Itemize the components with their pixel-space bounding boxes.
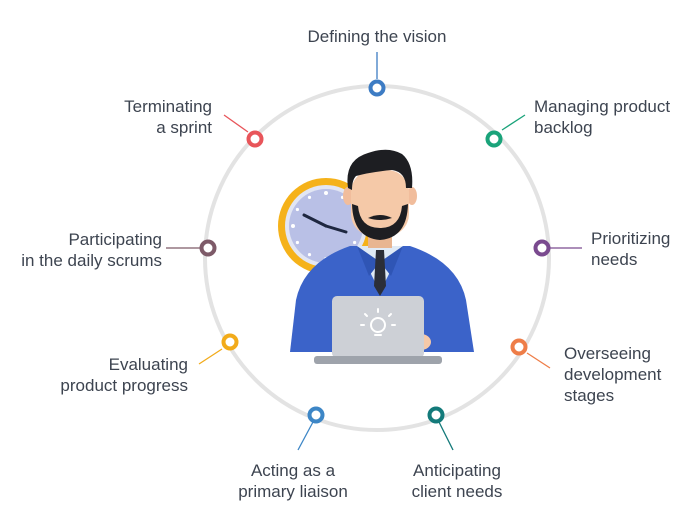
label-evaluating: Evaluating product progress [60, 355, 188, 395]
leader-line-liaison [297, 421, 314, 451]
nodes [199, 79, 551, 424]
tie [374, 250, 386, 296]
label-liaison: Acting as a primary liaison [238, 461, 348, 501]
label-prioritizing: Prioritizing needs [591, 229, 671, 269]
lightbulb-icon [360, 308, 396, 336]
node-overseeing [510, 338, 528, 356]
node-scrums [199, 239, 217, 257]
node-backlog [485, 130, 503, 148]
label-overseeing: Overseeing development stages [564, 344, 662, 405]
leader-line-backlog [501, 114, 526, 131]
beard [352, 204, 408, 240]
face [351, 170, 409, 236]
node-evaluating [221, 333, 239, 351]
node-prioritizing [533, 239, 551, 257]
hair [347, 149, 413, 190]
label-scrums: Participating in the daily scrums [21, 230, 162, 270]
label-anticipating: Anticipating client needs [411, 461, 503, 501]
label-vision: Defining the vision [307, 27, 447, 46]
connectors [166, 52, 582, 451]
leader-line-overseeing [526, 352, 551, 369]
product-owner-illustration [278, 149, 474, 364]
node-terminating [246, 130, 264, 148]
label-backlog: Managing product backlog [534, 97, 671, 137]
node-liaison [307, 406, 325, 424]
laptop-icon [314, 296, 442, 364]
leader-line-anticipating [438, 421, 454, 451]
leader-line-evaluating [198, 348, 223, 365]
leader-line-terminating [223, 114, 249, 133]
node-anticipating [427, 406, 445, 424]
node-vision [368, 79, 386, 97]
label-terminating: Terminating a sprint [124, 97, 212, 137]
